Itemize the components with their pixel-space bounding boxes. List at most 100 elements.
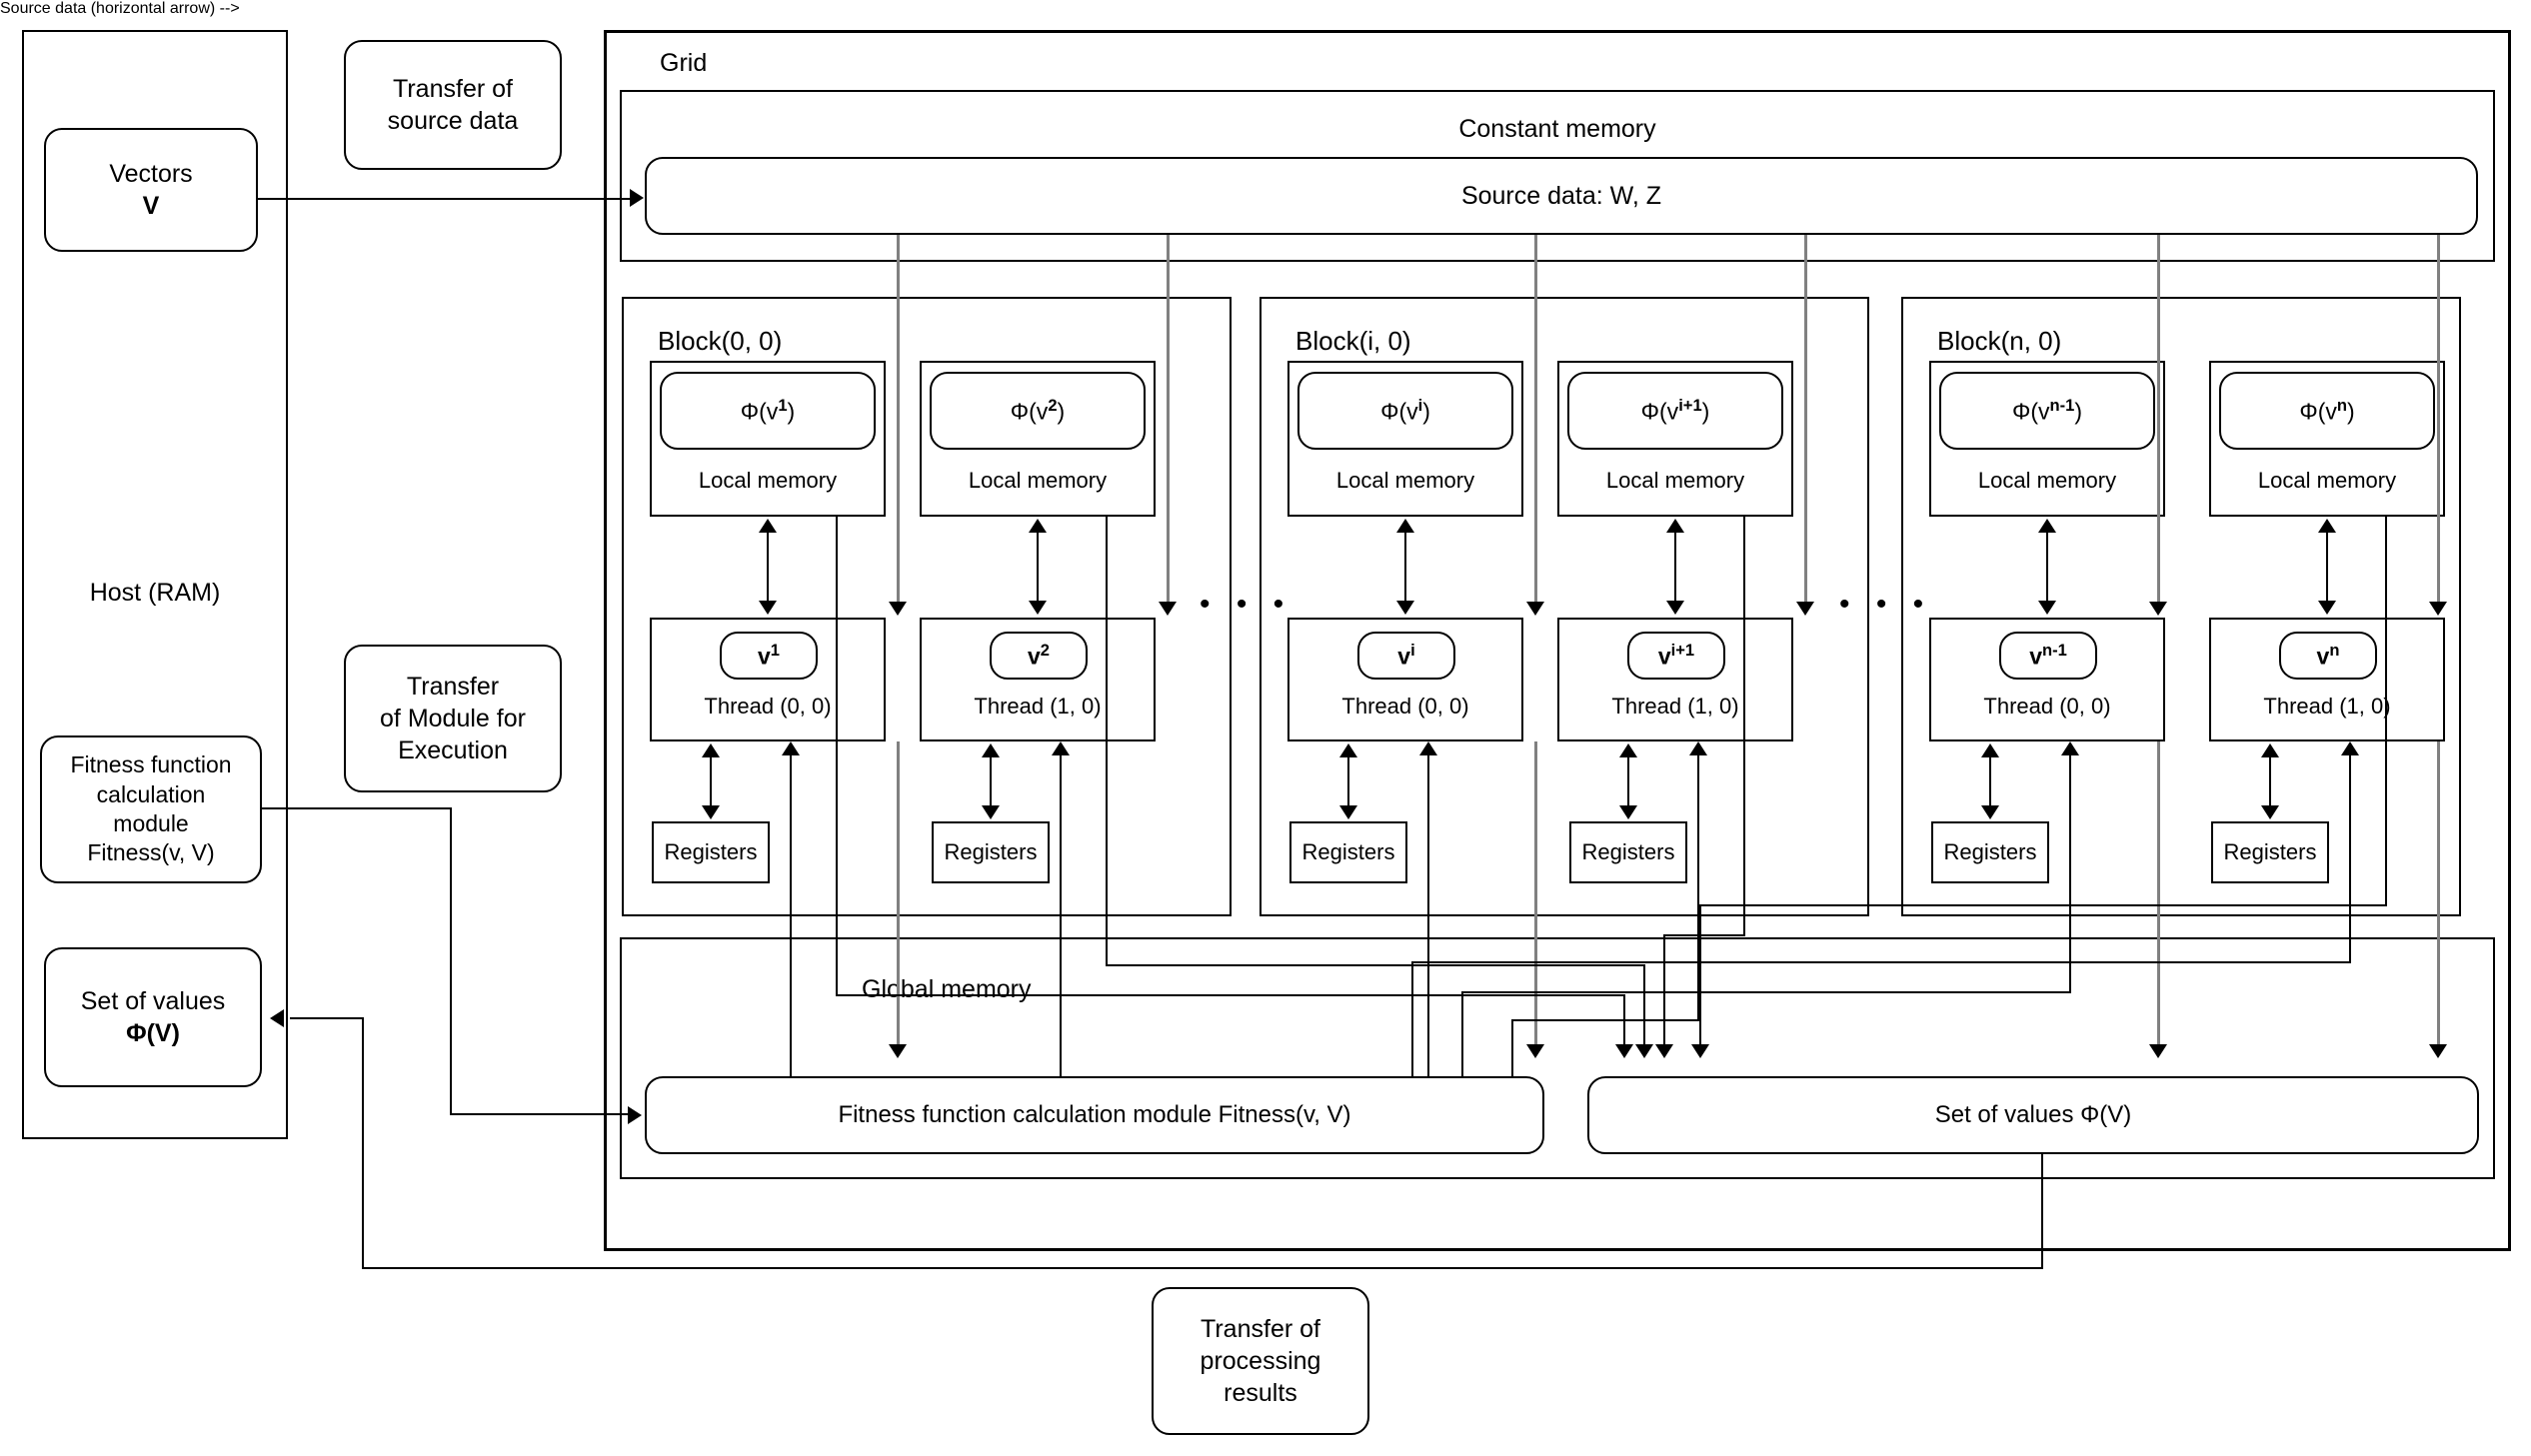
- result-localmem-i-v2: [1663, 934, 1665, 1049]
- result-localmem-0-v2: [1623, 994, 1625, 1049]
- block-i-container: [1260, 297, 1869, 916]
- grey-arrow-source-to-thread-n: [2429, 602, 2447, 616]
- feed-fitness-thread-n-arrow: [2341, 741, 2359, 755]
- phi-value-node[interactable]: Φ(vn-1): [1939, 372, 2155, 450]
- block-0-label: Block(0, 0): [658, 326, 783, 356]
- grey-line-source-to-thread-n1: [2157, 235, 2160, 607]
- phi-value-text: Φ(vi+1): [1640, 395, 1710, 425]
- transfer-results-node[interactable]: Transfer of processing results: [1152, 1287, 1369, 1435]
- link-thread-registers-n1: [1989, 753, 1991, 811]
- feed-fitness-thread-i1-v2: [1511, 1019, 1513, 1077]
- vector-value-node[interactable]: v2: [990, 632, 1088, 680]
- grey-arrow-source-to-thread-n1: [2149, 602, 2167, 616]
- result-localmem-n-v2: [1699, 904, 1701, 1049]
- feed-fitness-thread-1-v: [1060, 751, 1062, 1076]
- link-thread-registers-0: [710, 753, 712, 811]
- registers-node[interactable]: Registers: [1931, 821, 2049, 883]
- local-memory-label: Local memory: [2257, 468, 2397, 493]
- arrowdown-thread-registers-n1: [1981, 805, 1999, 819]
- arrowup-thread-registers-i1: [1619, 743, 1637, 757]
- transfer-source-data-node[interactable]: Transfer of source data: [344, 40, 562, 170]
- registers-node[interactable]: Registers: [932, 821, 1050, 883]
- phi-value-node[interactable]: Φ(v2): [930, 372, 1146, 450]
- result-localmem-1-v: [1106, 517, 1108, 966]
- arrowdown-local-thread-n1: [2038, 601, 2056, 615]
- grey-arrow-threadn-to-setvalues: [2429, 1044, 2447, 1058]
- registers-node[interactable]: Registers: [1569, 821, 1687, 883]
- grid-label: Grid: [660, 49, 708, 77]
- feed-fitness-thread-i1-arrow: [1689, 741, 1707, 755]
- phi-value-node[interactable]: Φ(v1): [660, 372, 876, 450]
- registers-label: Registers: [1581, 838, 1675, 864]
- feed-fitness-thread-i1-h: [1511, 1019, 1699, 1021]
- source-data-node[interactable]: Source data: W, Z: [645, 157, 2478, 235]
- vector-value-node[interactable]: vn: [2279, 632, 2377, 680]
- result-localmem-0-h: [836, 994, 1625, 996]
- registers-label: Registers: [1943, 838, 2037, 864]
- thread-label: Thread (1, 0): [974, 694, 1102, 719]
- arrowup-thread-registers-0: [702, 743, 720, 757]
- phi-value-node[interactable]: Φ(vi): [1297, 372, 1513, 450]
- constant-memory-label: Constant memory: [1458, 115, 1656, 143]
- result-localmem-0-arrow: [1615, 1044, 1633, 1058]
- phi-value-text: Φ(vi): [1380, 395, 1430, 425]
- vector-value-node[interactable]: v1: [720, 632, 818, 680]
- arrowup-local-thread-i: [1396, 519, 1414, 533]
- local-memory-label: Local memory: [698, 468, 838, 493]
- vector-value-text: v1: [758, 640, 780, 670]
- vector-value-node[interactable]: vi+1: [1627, 632, 1725, 680]
- result-localmem-i-arrow: [1655, 1044, 1673, 1058]
- phi-value-node[interactable]: Φ(vi+1): [1567, 372, 1783, 450]
- arrowup-thread-registers-n: [2261, 743, 2279, 757]
- thread-label: Thread (1, 0): [1611, 694, 1739, 719]
- transfer-module-exec-node[interactable]: Transfer of Module for Execution: [344, 645, 562, 792]
- ellipsis-blocks-i-n: • • •: [1839, 588, 1933, 621]
- arrowup-thread-registers-n1: [1981, 743, 1999, 757]
- phi-value-text: Φ(v1): [740, 395, 796, 425]
- registers-node[interactable]: Registers: [1289, 821, 1407, 883]
- transfer-module-exec-text: Transfer of Module for Execution: [380, 673, 526, 764]
- block-i-label: Block(i, 0): [1295, 326, 1411, 356]
- vector-value-node[interactable]: vi: [1357, 632, 1455, 680]
- thread-label: Thread (1, 0): [2263, 694, 2391, 719]
- grey-line-source-to-thread-n: [2437, 235, 2440, 607]
- vector-value-text: vi+1: [1657, 640, 1695, 670]
- global-fitness-module-text: Fitness function calculation module Fitn…: [838, 1100, 1351, 1128]
- result-localmem-0-v: [836, 517, 838, 996]
- link-thread-registers-n: [2269, 753, 2271, 811]
- arrowdown-local-thread-n: [2318, 601, 2336, 615]
- feed-fitness-thread-0-arrow: [782, 741, 800, 755]
- grey-arrow-source-to-thread-1: [1159, 602, 1177, 616]
- result-localmem-i-v: [1743, 517, 1745, 936]
- registers-node[interactable]: Registers: [652, 821, 770, 883]
- host-set-of-values-node[interactable]: Set of values Φ(V): [44, 947, 262, 1087]
- grey-line-threadi-to-setvalues: [1534, 741, 1537, 1049]
- connector-hostfitness-v1: [450, 807, 452, 1115]
- feed-fitness-thread-i-arrow: [1419, 741, 1437, 755]
- connector-hostfitness-h2: [450, 1113, 630, 1115]
- transfer-results-text: Transfer of processing results: [1200, 1315, 1321, 1407]
- phi-value-node[interactable]: Φ(vn): [2219, 372, 2435, 450]
- connector-results-v1: [2041, 1154, 2043, 1269]
- link-local-thread-1: [1037, 529, 1039, 607]
- vectors-node[interactable]: Vectors V: [44, 128, 258, 252]
- arrowup-local-thread-1: [1029, 519, 1047, 533]
- phi-value-text: Φ(vn): [2299, 395, 2355, 425]
- vector-value-node[interactable]: vn-1: [1999, 632, 2097, 680]
- ellipsis-blocks-0-i: • • •: [1200, 588, 1293, 621]
- grey-arrow-source-to-thread-i: [1526, 602, 1544, 616]
- global-memory-label: Global memory: [862, 975, 1032, 1003]
- source-data-text: Source data: W, Z: [1460, 182, 1662, 210]
- local-memory-label: Local memory: [968, 468, 1108, 493]
- link-local-thread-n1: [2046, 529, 2048, 607]
- registers-node[interactable]: Registers: [2211, 821, 2329, 883]
- grey-arrow-threadi-to-setvalues: [1526, 1044, 1544, 1058]
- grey-line-source-to-thread-1: [1167, 235, 1170, 607]
- registers-label: Registers: [944, 838, 1038, 864]
- result-localmem-1-h: [1106, 964, 1645, 966]
- block-n-label: Block(n, 0): [1937, 326, 2062, 356]
- global-set-of-values-node[interactable]: Set of values Φ(V): [1587, 1076, 2479, 1154]
- arrowup-local-thread-i1: [1666, 519, 1684, 533]
- host-fitness-module-node[interactable]: Fitness function calculation module Fitn…: [40, 735, 262, 883]
- global-fitness-module-node[interactable]: Fitness function calculation module Fitn…: [645, 1076, 1544, 1154]
